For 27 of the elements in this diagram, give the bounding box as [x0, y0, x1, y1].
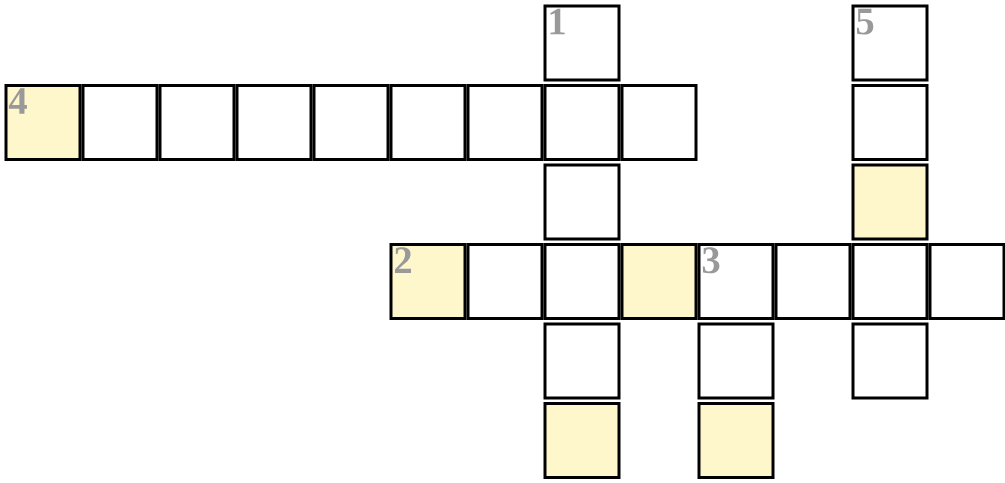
crossword-cell	[851, 243, 929, 320]
crossword-cell: 4	[4, 84, 82, 161]
crossword-cell	[774, 243, 852, 320]
crossword-cell	[620, 243, 698, 320]
crossword-cell: 2	[389, 243, 467, 320]
crossword-cell	[389, 84, 467, 161]
crossword-cell	[543, 163, 621, 241]
crossword-cell	[466, 243, 544, 320]
crossword-cell	[543, 243, 621, 320]
crossword-cell	[158, 84, 236, 161]
crossword-cell	[81, 84, 159, 161]
crossword-cell	[851, 84, 929, 161]
crossword-cell	[312, 84, 390, 161]
crossword-cell	[851, 322, 929, 400]
crossword-cell: 5	[851, 4, 929, 82]
crossword-cell	[543, 402, 621, 479]
crossword-cell	[928, 243, 1005, 320]
crossword-cell: 1	[543, 4, 621, 82]
crossword-cell	[543, 322, 621, 400]
crossword-cell	[543, 84, 621, 161]
crossword-cell: 3	[697, 243, 775, 320]
crossword-cell	[851, 163, 929, 241]
crossword-cell	[697, 322, 775, 400]
crossword-cell	[466, 84, 544, 161]
crossword-cell	[235, 84, 313, 161]
crossword-cell	[620, 84, 698, 161]
crossword-cell	[697, 402, 775, 479]
